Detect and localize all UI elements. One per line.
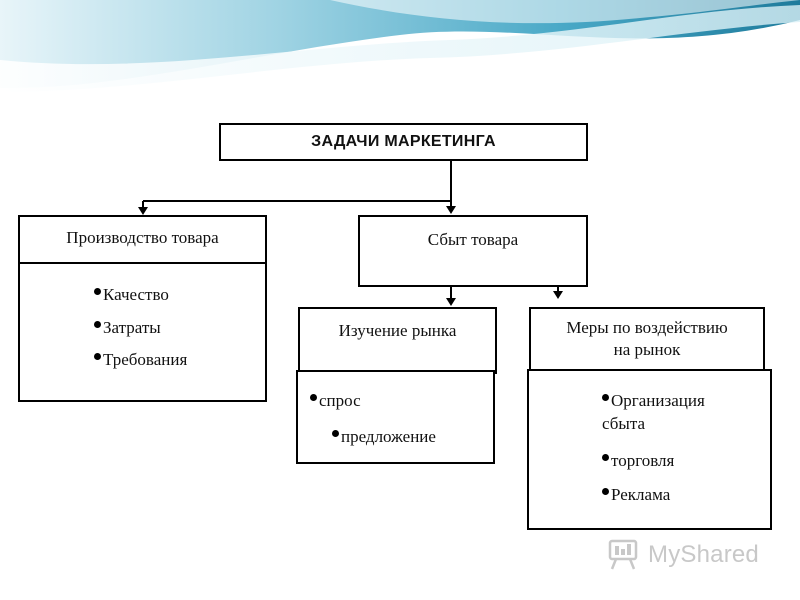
sales-box: Сбыт товара bbox=[358, 215, 588, 287]
arrow-to-research bbox=[446, 298, 456, 306]
market-influence-header-box: Меры по воздействию на рынок bbox=[529, 307, 765, 374]
watermark-text: MyShared bbox=[648, 541, 759, 568]
market-research-items-box: спрос предложение bbox=[296, 370, 495, 464]
bullet-icon bbox=[94, 288, 101, 295]
wave-banner bbox=[0, 0, 800, 92]
list-item: Реклама bbox=[602, 484, 670, 506]
market-influence-heading: Меры по воздействию на рынок bbox=[566, 318, 728, 359]
market-research-heading: Изучение рынка bbox=[338, 321, 457, 340]
list-item: торговля bbox=[602, 450, 674, 472]
sales-heading: Сбыт товара bbox=[427, 230, 519, 249]
arrow-to-influence bbox=[553, 291, 563, 299]
list-item: предложение bbox=[332, 426, 436, 448]
market-influence-items-box: Организация сбыта торговля Реклама bbox=[527, 369, 772, 530]
list-item: Организация bbox=[602, 390, 705, 412]
market-research-header-box: Изучение рынка bbox=[298, 307, 497, 374]
list-item-continuation: сбыта bbox=[602, 414, 646, 433]
bullet-icon bbox=[332, 430, 339, 437]
bullet-icon bbox=[310, 394, 317, 401]
list-item: Качество bbox=[94, 284, 169, 306]
list-item: Требования bbox=[94, 349, 187, 371]
arrow-to-production bbox=[138, 207, 148, 215]
production-heading: Производство товара bbox=[66, 228, 219, 247]
bullet-icon bbox=[602, 454, 609, 461]
production-items-box: Качество Затраты Требования bbox=[18, 262, 267, 402]
bullet-icon bbox=[94, 321, 101, 328]
production-header-box: Производство товара bbox=[18, 215, 267, 264]
list-item: спрос bbox=[310, 390, 361, 412]
diagram-title: ЗАДАЧИ МАРКЕТИНГА bbox=[311, 133, 496, 150]
title-box: ЗАДАЧИ МАРКЕТИНГА bbox=[219, 123, 588, 161]
bullet-icon bbox=[602, 488, 609, 495]
bullet-icon bbox=[94, 353, 101, 360]
list-item: Затраты bbox=[94, 317, 161, 339]
arrow-to-sales bbox=[446, 206, 456, 214]
watermark-logo: MyShared bbox=[608, 537, 768, 573]
bullet-icon bbox=[602, 394, 609, 401]
logo-icon bbox=[608, 539, 638, 570]
